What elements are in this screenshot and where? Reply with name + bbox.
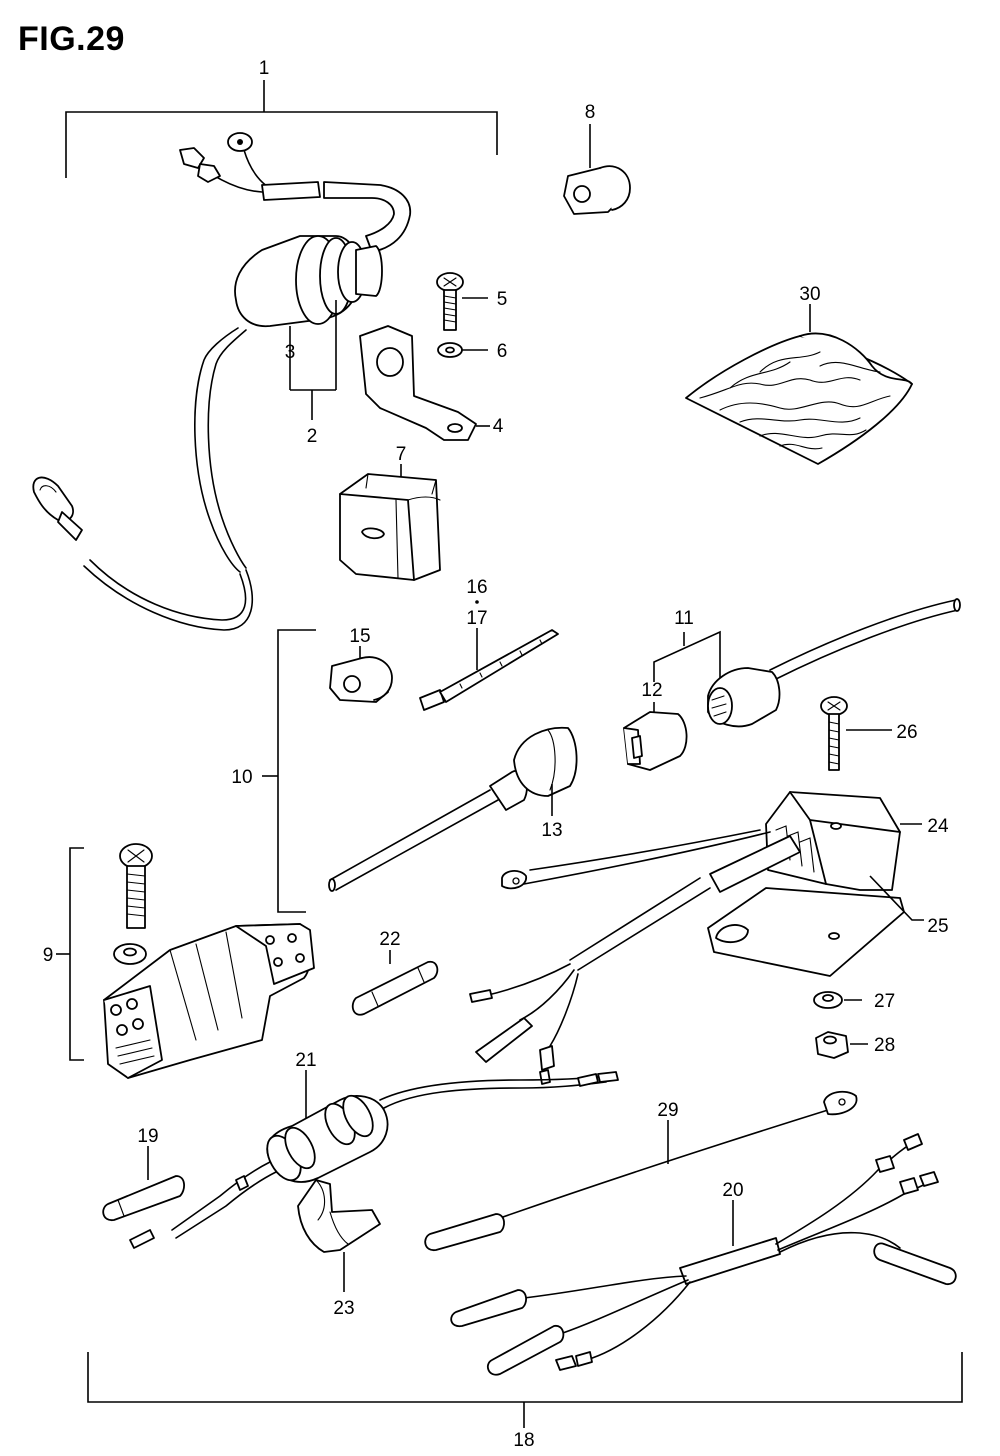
cable-tie-icon bbox=[419, 600, 559, 711]
callout-18: 18 bbox=[513, 1430, 534, 1451]
callout-6: 6 bbox=[497, 341, 508, 362]
callout-8: 8 bbox=[585, 102, 596, 123]
bracket-icon bbox=[359, 325, 490, 441]
callout-9: 9 bbox=[43, 945, 54, 966]
bracket-group-1 bbox=[65, 80, 498, 178]
callout-20: 20 bbox=[722, 1180, 743, 1201]
callout-28: 28 bbox=[874, 1035, 895, 1056]
callout-19: 19 bbox=[137, 1126, 158, 1147]
bag-icon bbox=[685, 304, 913, 465]
callout-12: 12 bbox=[641, 680, 662, 701]
connector-bracket-11 bbox=[653, 630, 721, 682]
callout-23: 23 bbox=[333, 1298, 354, 1319]
lead-wire-icon bbox=[424, 1090, 858, 1251]
callout-17: 17 bbox=[466, 608, 487, 629]
callout-3: 3 bbox=[285, 342, 296, 363]
callout-4: 4 bbox=[493, 416, 504, 437]
rubber-cover-icon bbox=[339, 464, 441, 581]
kill-switch-assembly-icon bbox=[32, 132, 412, 631]
nut-icon bbox=[815, 1031, 868, 1059]
bracket-group-18 bbox=[87, 1352, 963, 1428]
callout-21: 21 bbox=[295, 1050, 316, 1071]
cap-icon bbox=[623, 702, 688, 771]
callout-24: 24 bbox=[927, 816, 949, 837]
clamp-icon bbox=[563, 124, 631, 215]
callout-2: 2 bbox=[307, 426, 318, 447]
connector-housing-icon bbox=[103, 843, 315, 1079]
bracket-group-9 bbox=[56, 847, 84, 1061]
sleeve-icon bbox=[102, 1146, 185, 1221]
clamp-icon bbox=[329, 646, 393, 703]
callout-11: 11 bbox=[674, 608, 694, 629]
figure-title: FIG.29 bbox=[18, 20, 125, 58]
callout-30: 30 bbox=[799, 284, 820, 305]
callout-22: 22 bbox=[379, 929, 400, 950]
callout-13: 13 bbox=[541, 820, 562, 841]
bracket-group-10 bbox=[262, 629, 316, 913]
washer-icon bbox=[813, 991, 862, 1009]
callout-27: 27 bbox=[874, 991, 895, 1012]
callout-29: 29 bbox=[657, 1100, 678, 1121]
callout-1: 1 bbox=[259, 58, 270, 79]
callout-7: 7 bbox=[396, 444, 407, 465]
callout-26: 26 bbox=[896, 722, 917, 743]
connector-icon bbox=[707, 598, 961, 728]
washer-icon bbox=[437, 342, 488, 358]
callout-25: 25 bbox=[927, 916, 948, 937]
callout-16: 16 bbox=[466, 577, 487, 598]
callout-10: 10 bbox=[231, 767, 252, 788]
callout-15: 15 bbox=[349, 626, 370, 647]
callout-labels: 1 8 5 30 3 6 4 2 7 16 17 11 15 12 26 10 … bbox=[43, 58, 949, 1451]
screw-icon bbox=[820, 696, 892, 771]
callout-5: 5 bbox=[497, 289, 508, 310]
fuse-icon bbox=[351, 950, 439, 1016]
switch-icon bbox=[129, 1070, 619, 1249]
wire-harness-icon bbox=[450, 1133, 957, 1376]
wire-lead-icon bbox=[328, 726, 578, 892]
plate-icon bbox=[707, 875, 924, 977]
screw-icon bbox=[436, 272, 488, 331]
clip-icon bbox=[297, 1179, 381, 1292]
